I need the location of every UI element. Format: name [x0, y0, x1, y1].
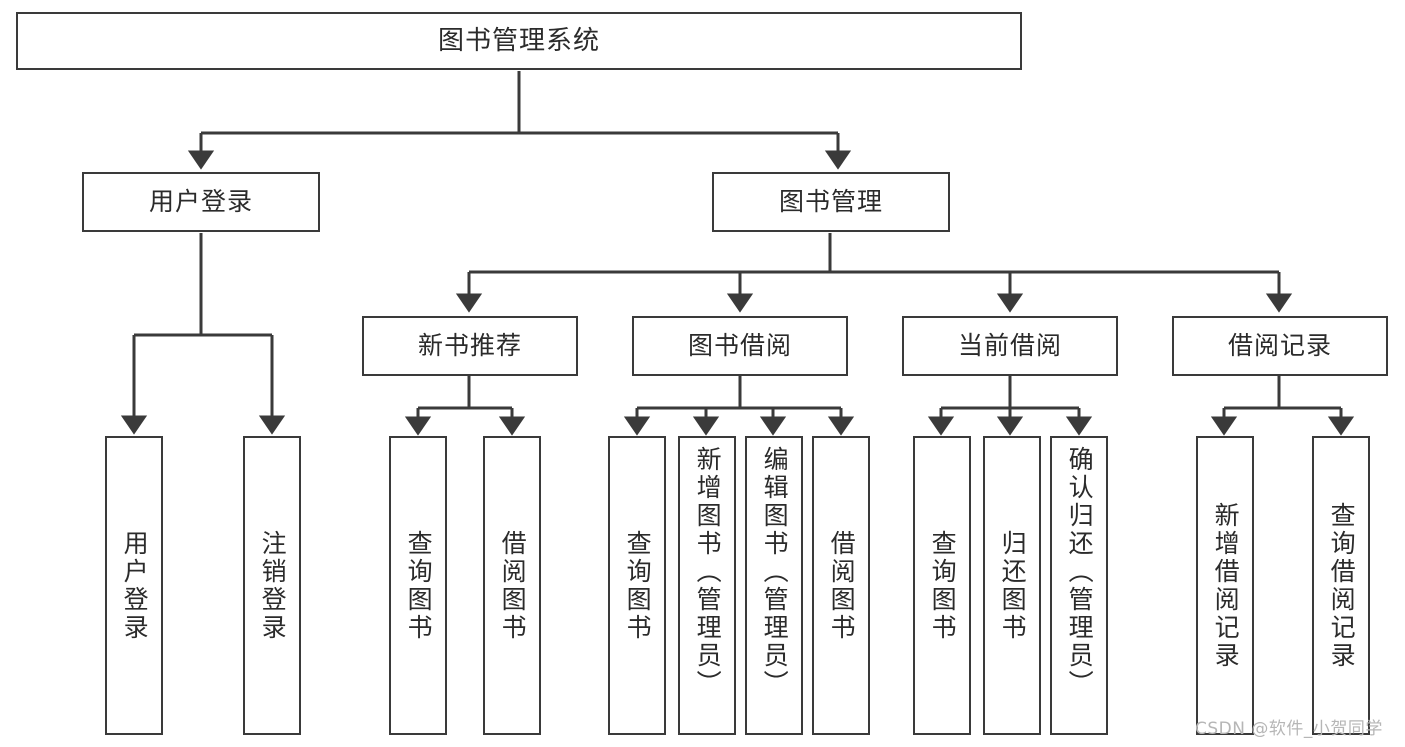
leaf-new-book-borrow-book[interactable]: 借阅图书 — [483, 436, 541, 735]
leaf-borrow-record-add-record[interactable]: 新增借阅记录 — [1196, 436, 1254, 735]
node-book-management[interactable]: 图书管理 — [712, 172, 950, 232]
leaf-new-book-query-book[interactable]: 查询图书 — [389, 436, 447, 735]
leaf-current-borrow-return-book[interactable]: 归还图书 — [983, 436, 1041, 735]
node-user-login[interactable]: 用户登录 — [82, 172, 320, 232]
node-current-borrow[interactable]: 当前借阅 — [902, 316, 1118, 376]
node-book-borrow[interactable]: 图书借阅 — [632, 316, 848, 376]
leaf-user-login-login[interactable]: 用户登录 — [105, 436, 163, 735]
node-root-book-management-system[interactable]: 图书管理系统 — [16, 12, 1022, 70]
leaf-book-borrow-borrow-book[interactable]: 借阅图书 — [812, 436, 870, 735]
leaf-user-login-logout[interactable]: 注销登录 — [243, 436, 301, 735]
csdn-watermark: CSDN @软件_小贺同学 — [1195, 719, 1383, 739]
leaf-current-borrow-confirm-return-admin[interactable]: 确认归还（管理员） — [1050, 436, 1108, 735]
leaf-book-borrow-edit-book-admin[interactable]: 编辑图书（管理员） — [745, 436, 803, 735]
node-borrow-record[interactable]: 借阅记录 — [1172, 316, 1388, 376]
leaf-book-borrow-query-book[interactable]: 查询图书 — [608, 436, 666, 735]
leaf-current-borrow-query-book[interactable]: 查询图书 — [913, 436, 971, 735]
leaf-borrow-record-query-record[interactable]: 查询借阅记录 — [1312, 436, 1370, 735]
leaf-book-borrow-add-book-admin[interactable]: 新增图书（管理员） — [678, 436, 736, 735]
node-new-book-recommend[interactable]: 新书推荐 — [362, 316, 578, 376]
